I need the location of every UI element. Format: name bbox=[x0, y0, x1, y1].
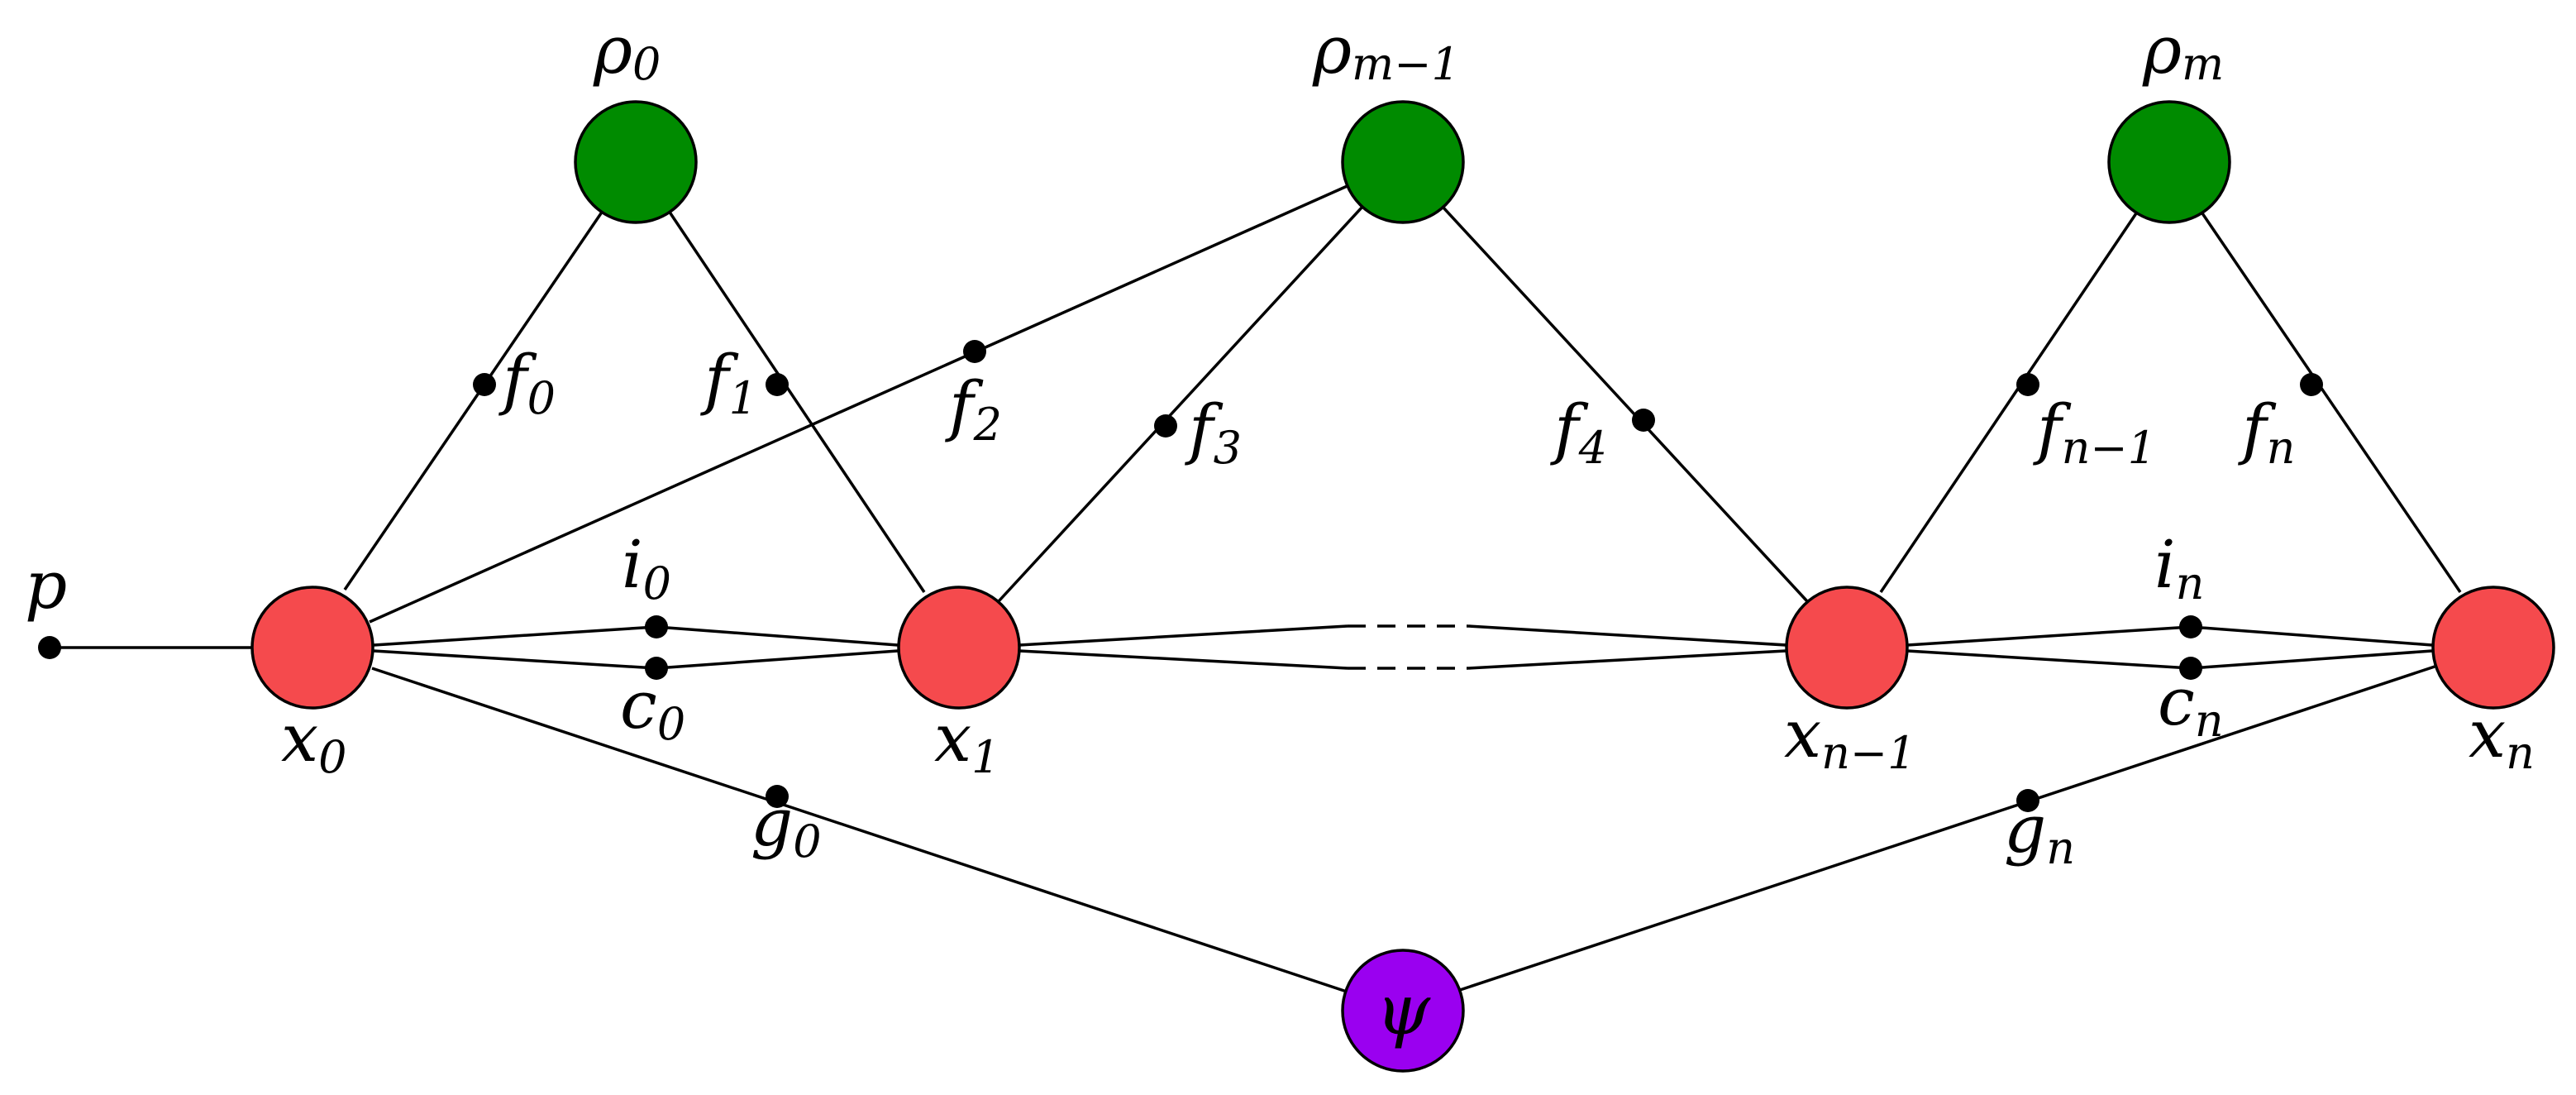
edge-x0-rho0 bbox=[343, 210, 604, 591]
label-in: in bbox=[2154, 526, 2204, 610]
label-xn: xn bbox=[2469, 696, 2535, 779]
node-x1[interactable] bbox=[897, 586, 1021, 710]
label-f3: f3 bbox=[1185, 390, 1242, 474]
label-rho0: ρ0 bbox=[593, 12, 661, 90]
point-f2[interactable] bbox=[963, 340, 986, 363]
point-f4[interactable] bbox=[1632, 409, 1655, 432]
edges bbox=[50, 183, 2462, 994]
label-cn: cn bbox=[2158, 663, 2224, 747]
label-f2: f2 bbox=[945, 367, 1002, 451]
node-rho0[interactable] bbox=[574, 100, 698, 224]
label-x1: x1 bbox=[934, 700, 999, 783]
edge-rhom-xn bbox=[2199, 210, 2462, 593]
point-f0[interactable] bbox=[473, 373, 496, 396]
label-i0: i0 bbox=[622, 526, 671, 610]
point-f1[interactable] bbox=[766, 373, 789, 396]
label-c0: c0 bbox=[620, 667, 685, 750]
label-gn: gn bbox=[2004, 791, 2075, 874]
label-g0: g0 bbox=[751, 784, 822, 868]
label-xn1: xn−1 bbox=[1784, 696, 1916, 779]
edge-x1-rhom1 bbox=[997, 205, 1364, 603]
point-fn1[interactable] bbox=[2016, 373, 2039, 396]
point-i0[interactable] bbox=[645, 615, 668, 638]
nodes: ψ bbox=[250, 100, 2555, 1073]
label-fn1: fn−1 bbox=[2033, 390, 2156, 474]
node-rhom[interactable] bbox=[2107, 100, 2231, 224]
edge-rhom1-xn1 bbox=[1441, 205, 1809, 603]
edge-dots-xn1-lower bbox=[1467, 649, 1787, 670]
point-g0[interactable] bbox=[766, 785, 789, 808]
point-cn[interactable] bbox=[2179, 657, 2202, 680]
node-psi[interactable] bbox=[1341, 949, 1465, 1073]
labels: x0 x1 xn−1 xn ρ0 ρm−1 ρm p f0 f1 f2 f3 f… bbox=[25, 12, 2535, 874]
edge-x0-rhom1 bbox=[369, 183, 1352, 624]
edge-x0-psi bbox=[371, 667, 1350, 994]
label-x0: x0 bbox=[281, 700, 346, 783]
edge-x0-c0-x1 bbox=[373, 649, 899, 670]
label-f0: f0 bbox=[499, 341, 556, 424]
label-fn: fn bbox=[2238, 390, 2295, 474]
point-fn[interactable] bbox=[2300, 373, 2323, 396]
edge-rho0-x1 bbox=[667, 210, 926, 593]
edge-dots-xn1-upper bbox=[1467, 624, 1787, 647]
point-in[interactable] bbox=[2179, 615, 2202, 638]
edge-x1-dots-upper bbox=[1018, 624, 1348, 647]
node-xn[interactable] bbox=[2431, 586, 2555, 710]
node-xn1[interactable] bbox=[1785, 586, 1909, 710]
point-f3[interactable] bbox=[1154, 414, 1177, 438]
factor-points bbox=[38, 340, 2323, 812]
label-rhom1: ρm−1 bbox=[1312, 12, 1460, 90]
point-c0[interactable] bbox=[645, 657, 668, 680]
label-p: p bbox=[25, 547, 67, 624]
edge-psi-xn bbox=[1459, 665, 2435, 992]
edge-x1-dots-lower bbox=[1018, 649, 1348, 670]
label-f4: f4 bbox=[1550, 390, 1607, 474]
label-rhom: ρm bbox=[2142, 12, 2224, 90]
node-rhom1[interactable] bbox=[1341, 100, 1465, 224]
node-x0[interactable] bbox=[250, 586, 374, 710]
edge-x0-i0-x1 bbox=[373, 625, 899, 647]
node-psi-symbol: ψ bbox=[1376, 969, 1431, 1050]
edge-xn1-in-xn bbox=[1906, 625, 2433, 647]
point-p[interactable] bbox=[38, 636, 61, 659]
edge-xn1-rhom bbox=[1879, 210, 2140, 593]
point-gn[interactable] bbox=[2016, 789, 2039, 812]
label-f1: f1 bbox=[700, 341, 757, 424]
